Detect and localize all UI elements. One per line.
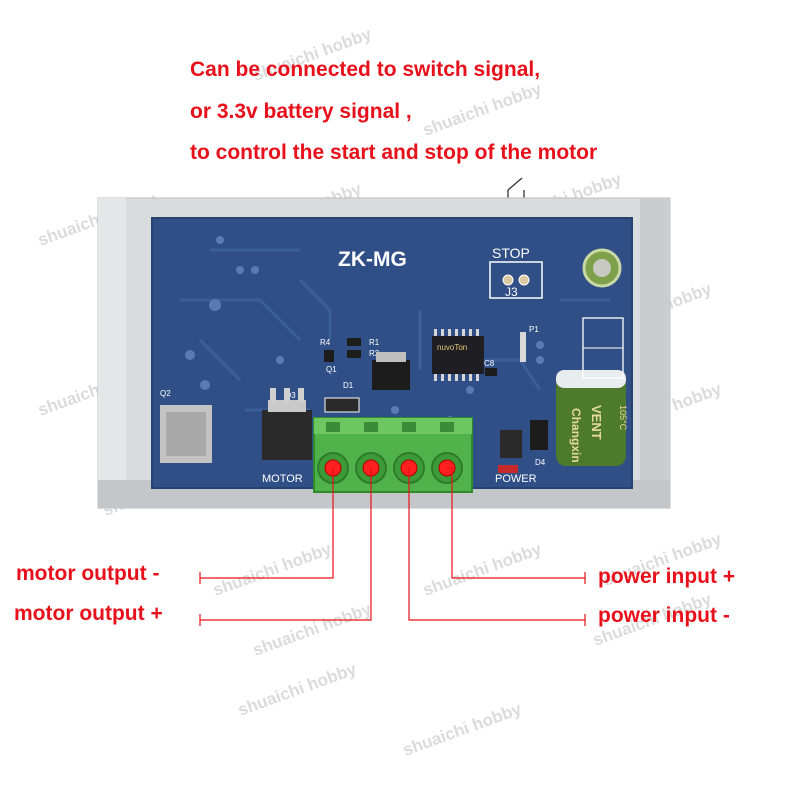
motor-label: MOTOR: [262, 473, 303, 485]
capacitor-changxin: Changxin VENT 105°C: [556, 370, 628, 466]
label-motor-output-plus: motor output +: [14, 602, 163, 625]
svg-text:Q2: Q2: [160, 389, 171, 398]
label-power-input-minus: power input -: [598, 604, 730, 627]
svg-text:nuvoTon: nuvoTon: [437, 343, 467, 352]
svg-text:STOP: STOP: [492, 245, 530, 261]
power-label: POWER: [495, 473, 537, 485]
header-line-2: or 3.3v battery signal ,: [190, 100, 412, 123]
header-line-1: Can be connected to switch signal,: [190, 58, 541, 81]
svg-text:J3: J3: [505, 285, 518, 299]
svg-text:D1: D1: [343, 381, 354, 390]
svg-text:Q3: Q3: [285, 391, 296, 400]
terminal-block: [313, 417, 473, 493]
svg-text:P1: P1: [529, 325, 539, 334]
label-power-input-plus: power input +: [598, 565, 736, 588]
svg-text:C8: C8: [484, 359, 495, 368]
svg-text:D4: D4: [535, 458, 546, 467]
svg-text:R4: R4: [320, 338, 331, 347]
svg-text:Q1: Q1: [326, 365, 337, 374]
stop-connector: STOP J3: [489, 245, 543, 299]
svg-text:105°C: 105°C: [618, 405, 628, 431]
svg-text:R1: R1: [369, 338, 380, 347]
model-label: ZK-MG: [338, 248, 407, 271]
header-line-3: to control the start and stop of the mot…: [190, 141, 598, 164]
mcu-chip: nuvoTon: [432, 329, 484, 381]
svg-text:R2: R2: [369, 349, 380, 358]
svg-text:Changxin: Changxin: [569, 408, 583, 463]
label-motor-output-minus: motor output -: [16, 562, 160, 585]
svg-text:VENT: VENT: [589, 405, 604, 440]
